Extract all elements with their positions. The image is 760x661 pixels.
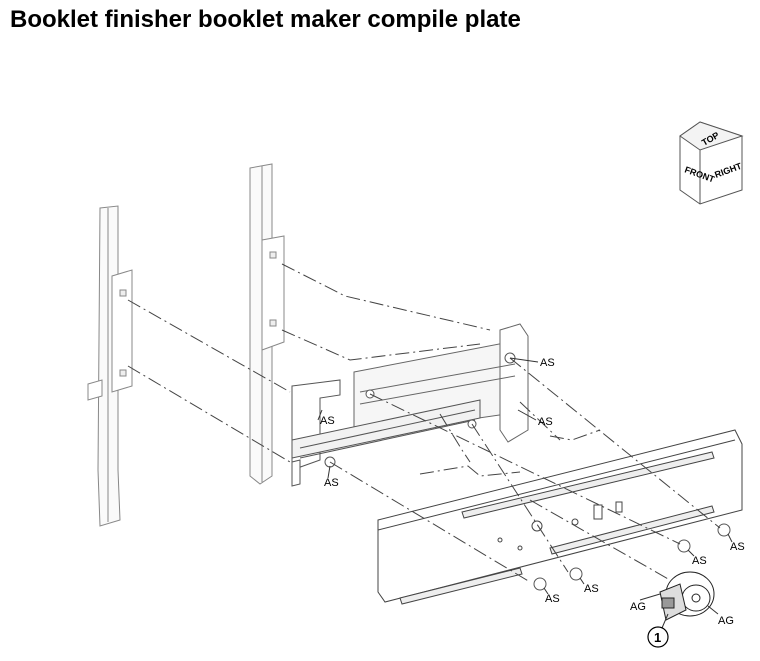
motor-assembly bbox=[659, 571, 715, 621]
orientation-cube bbox=[679, 121, 744, 205]
label-as: AS bbox=[540, 357, 555, 369]
page-title: Booklet finisher booklet maker compile p… bbox=[10, 6, 521, 33]
label-ag: AG bbox=[718, 615, 734, 627]
fastener-washers bbox=[324, 352, 731, 591]
middle-rail bbox=[249, 163, 285, 485]
label-leaders bbox=[317, 357, 733, 629]
label-ag: AG bbox=[630, 601, 646, 613]
front-bracket bbox=[291, 379, 481, 487]
label-as: AS bbox=[584, 583, 599, 595]
left-rail bbox=[87, 205, 133, 527]
label-as: AS bbox=[538, 416, 553, 428]
label-as: AS bbox=[324, 477, 339, 489]
callout-number: 1 bbox=[654, 630, 661, 645]
assembly-leader-lines bbox=[127, 263, 721, 583]
callout-circle bbox=[647, 626, 669, 648]
compile-plate bbox=[377, 429, 743, 605]
label-as: AS bbox=[320, 415, 335, 427]
label-as: AS bbox=[545, 593, 560, 605]
label-as: AS bbox=[730, 541, 745, 553]
label-as: AS bbox=[692, 555, 707, 567]
